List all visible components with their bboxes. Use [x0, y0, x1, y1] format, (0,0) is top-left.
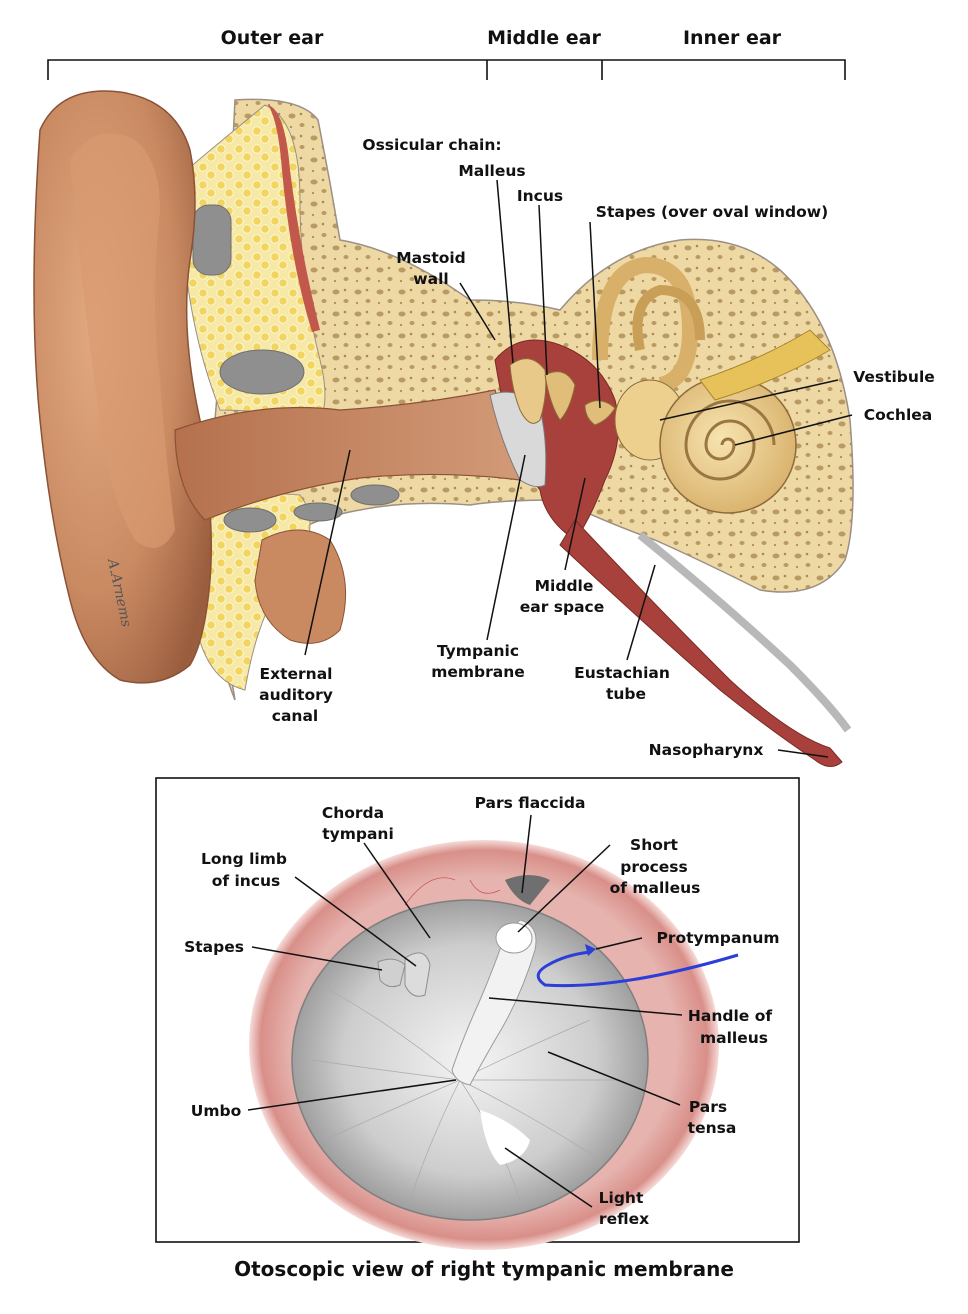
- label-chorda-tympani-line2: tympani: [322, 825, 394, 843]
- label-chorda-tympani-line1: Chorda: [322, 804, 384, 822]
- label-external-canal-line3: canal: [272, 707, 318, 725]
- incus-long-limb-shape: [404, 952, 431, 997]
- leader-nasopharynx: [777, 749, 829, 758]
- leader-cochlea: [734, 414, 853, 446]
- figure-caption: Otoscopic view of right tympanic membran…: [234, 1257, 734, 1281]
- cartilage-4: [293, 502, 343, 522]
- leader-chorda-tympani: [363, 842, 431, 939]
- label-middle-ear-space-line2: ear space: [520, 598, 605, 616]
- label-external-canal-line2: auditory: [259, 686, 333, 704]
- cartilage-1: [192, 204, 232, 276]
- leader-incus: [538, 204, 548, 376]
- leader-external-canal: [304, 449, 351, 656]
- leader-umbo: [247, 1079, 457, 1111]
- leader-tympanic-membrane: [486, 454, 526, 641]
- leader-light-reflex: [504, 1147, 593, 1208]
- label-short-process-line3: of malleus: [610, 879, 701, 897]
- leader-stapes-otoscopic: [251, 946, 383, 971]
- pinna-fossa: [70, 133, 175, 549]
- external-canal-shape: [174, 389, 521, 521]
- label-stapes-otoscopic: Stapes: [184, 938, 244, 956]
- inner-ear-header: Inner ear: [683, 27, 782, 49]
- label-incus: Incus: [517, 187, 563, 205]
- label-pars-tensa-line2: tensa: [688, 1119, 737, 1137]
- semicircular-canal-1: [592, 256, 699, 393]
- leader-pars-flaccida: [521, 814, 532, 894]
- semicircular-canal-2: [632, 284, 705, 351]
- pars-flaccida-area: [505, 875, 550, 905]
- label-malleus: Malleus: [458, 162, 525, 180]
- leader-vestibule: [659, 379, 839, 421]
- label-vestibule: Vestibule: [853, 368, 935, 386]
- leader-long-limb-incus: [294, 876, 417, 967]
- vestibulocochlear-nerve: [699, 329, 831, 401]
- label-handle-malleus-line1: Handle of: [688, 1007, 772, 1025]
- tube-cartilage: [637, 531, 852, 733]
- cartilage-5: [350, 484, 400, 506]
- label-stapes-oval-window: Stapes (over oval window): [596, 203, 828, 221]
- label-tympanic-membrane-line1: Tympanic: [437, 642, 519, 660]
- leader-eustachian-tube: [626, 564, 656, 661]
- label-eustachian-tube-line2: tube: [606, 685, 646, 703]
- label-mastoid-wall-line2: wall: [413, 270, 448, 288]
- malleus-handle-shape: [451, 919, 537, 1086]
- label-long-limb-line2: of incus: [212, 872, 281, 890]
- otoscopic-view: [249, 840, 739, 1250]
- leader-protympanum: [595, 937, 643, 950]
- label-long-limb-line1: Long limb: [201, 850, 287, 868]
- vessels: [404, 877, 511, 941]
- label-mastoid-wall-line1: Mastoid: [396, 249, 466, 267]
- eustachian-tube-shape: [559, 519, 843, 767]
- cochlea-shape: [659, 376, 797, 514]
- label-umbo: Umbo: [191, 1102, 241, 1120]
- leader-short-process: [517, 844, 611, 933]
- stapes-otoscopic-shape: [377, 958, 406, 988]
- label-short-process-line2: process: [620, 858, 688, 876]
- leader-mastoid-wall: [459, 282, 496, 341]
- label-tympanic-membrane-line2: membrane: [431, 663, 525, 681]
- leader-stapes: [589, 221, 601, 409]
- incus-shape: [544, 371, 576, 421]
- outer-ear-header: Outer ear: [221, 27, 324, 49]
- label-light-reflex-line2: reflex: [599, 1210, 649, 1228]
- label-nasopharynx: Nasopharynx: [649, 741, 764, 759]
- label-ossicular-chain: Ossicular chain:: [362, 136, 501, 154]
- section-bracket: [47, 59, 846, 80]
- leader-handle-malleus: [488, 997, 683, 1016]
- label-eustachian-tube-line1: Eustachian: [574, 664, 670, 682]
- label-external-canal-line1: External: [260, 665, 333, 683]
- top-labels: Ossicular chain: Malleus Incus Stapes (o…: [259, 136, 935, 759]
- muscle-strip: [268, 105, 320, 332]
- label-protympanum: Protympanum: [656, 929, 779, 947]
- ear-cross-section: A.Arnems: [33, 90, 854, 767]
- cartilage-2: [219, 349, 305, 395]
- middle-ear-header: Middle ear: [487, 27, 601, 49]
- bottom-leader-lines: [247, 814, 683, 1208]
- leader-middle-ear-space: [564, 477, 586, 571]
- label-handle-malleus-line2: malleus: [700, 1029, 768, 1047]
- label-short-process-line1: Short: [630, 836, 678, 854]
- leader-malleus: [496, 179, 514, 364]
- light-reflex-shape: [480, 1110, 530, 1165]
- label-pars-tensa-line1: Pars: [689, 1098, 727, 1116]
- bottom-labels: Chorda tympani Pars flaccida Long limb o…: [184, 794, 779, 1228]
- label-cochlea: Cochlea: [864, 406, 933, 424]
- label-middle-ear-space-line1: Middle: [535, 577, 594, 595]
- cartilage-3: [223, 507, 277, 533]
- section-headers: Outer ear Middle ear Inner ear: [47, 27, 846, 80]
- label-light-reflex-line1: Light: [599, 1189, 644, 1207]
- protympanum-arrow: [536, 950, 739, 988]
- label-pars-flaccida: Pars flaccida: [475, 794, 586, 812]
- short-process-shape: [495, 922, 533, 954]
- leader-pars-tensa: [547, 1051, 681, 1106]
- top-leader-lines: [304, 179, 853, 758]
- protympanum-arrowhead: [585, 944, 596, 956]
- malleus-shape: [509, 358, 547, 424]
- lobule: [254, 529, 347, 644]
